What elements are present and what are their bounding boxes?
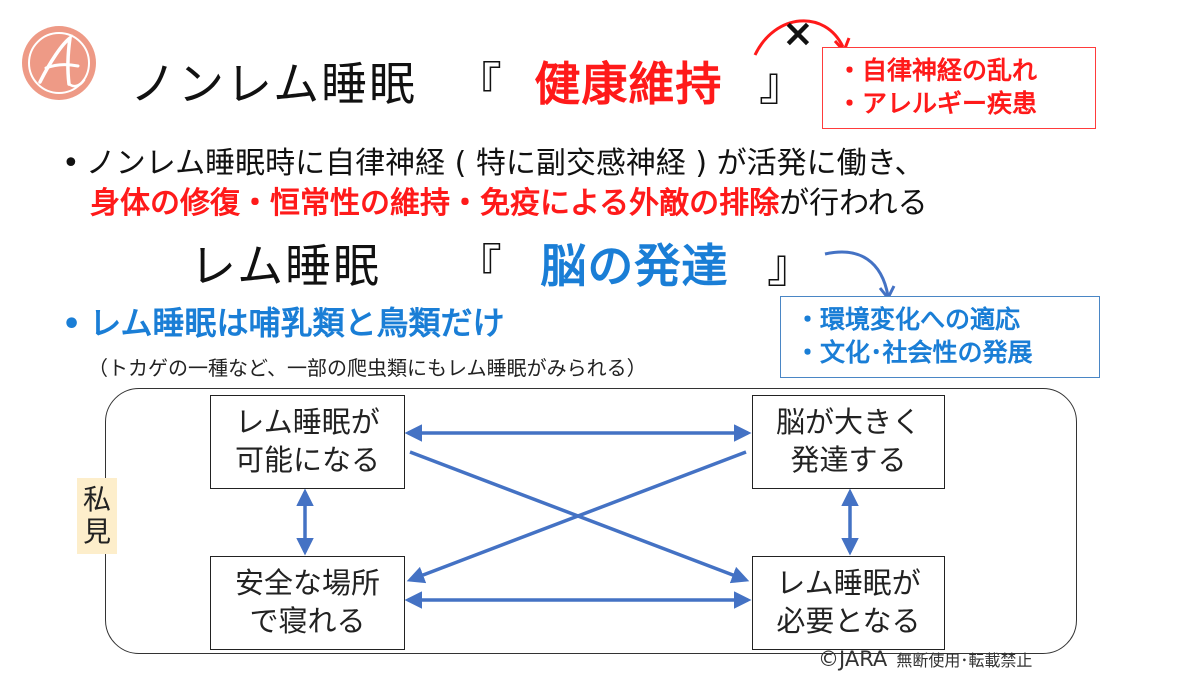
callout-red-item: ・アレルギー疾患 xyxy=(837,89,1038,118)
bullet-marker: • xyxy=(62,146,80,181)
box-line: 可能になる xyxy=(234,443,380,477)
bullet-nonrem-line2: 身体の修復・恒常性の維持・免疫による外敵の排除が行われる xyxy=(90,178,928,222)
callout-red-item: ・自律神経の乱れ xyxy=(837,56,1038,85)
arrow-tr-bl xyxy=(406,450,747,584)
box-safe-place: 安全な場所 で寝れる xyxy=(210,556,405,650)
box-line: 脳が大きく xyxy=(775,405,921,440)
box-line: レム睡眠が xyxy=(235,405,380,440)
box-line: 安全な場所 xyxy=(234,566,380,601)
cross-mark: × xyxy=(782,11,814,55)
box-line: 発達する xyxy=(790,443,907,477)
bracket-open: 『 xyxy=(455,57,504,111)
box-rem-needed: レム睡眠が 必要となる xyxy=(752,556,945,650)
bullet-rem-text: レム睡眠は哺乳類と鳥類だけ xyxy=(89,304,505,342)
box-line: レム睡眠が xyxy=(776,566,921,601)
copyright-footer: ©JARA 無断使用･転載禁止 xyxy=(818,647,1032,671)
title-rem-prefix: レム睡眠 xyxy=(190,239,382,293)
bullet-rem: •レム睡眠は哺乳類と鳥類だけ xyxy=(62,298,505,344)
bracket-open: 『 xyxy=(455,239,504,293)
title-nonrem-prefix: ノンレム睡眠 xyxy=(130,57,418,111)
callout-blue-item: ・文化･社会性の発展 xyxy=(795,338,1033,367)
box-line: 必要となる xyxy=(776,604,921,638)
bullet-marker: • xyxy=(62,307,82,342)
bullet-nonrem-highlight: 身体の修復・恒常性の維持・免疫による外敵の排除 xyxy=(90,186,780,221)
box-rem-possible: レム睡眠が 可能になる xyxy=(210,395,405,489)
callout-red: ・自律神経の乱れ ・アレルギー疾患 xyxy=(822,47,1096,129)
side-label-char: 私 xyxy=(82,483,111,516)
bullet-nonrem: •ノンレム睡眠時に自律神経 ( 特に副交感神経 ) が活発に働き、 xyxy=(62,138,925,182)
bullet-nonrem-tail: が行われる xyxy=(779,186,928,221)
side-label-char: 見 xyxy=(82,515,111,549)
box-line: で寝れる xyxy=(249,604,366,638)
box-brain-develop: 脳が大きく 発達する xyxy=(752,395,945,489)
side-label-shiken: 私 見 xyxy=(77,478,117,555)
bracket-close: 』 xyxy=(758,57,807,111)
title-nonrem-emphasis: 健康維持 xyxy=(534,57,723,111)
title-nonrem: ノンレム睡眠 『 健康維持 』 xyxy=(130,48,807,114)
copyright-notice: 無断使用･転載禁止 xyxy=(896,651,1033,670)
callout-blue: ・環境変化への適応 ・文化･社会性の発展 xyxy=(780,296,1100,378)
copyright-mark: ©JARA xyxy=(818,647,888,671)
bracket-close: 』 xyxy=(766,239,815,293)
logo-icon xyxy=(22,26,96,100)
callout-blue-item: ・環境変化への適応 xyxy=(795,305,1021,334)
bullet-nonrem-line1: ノンレム睡眠時に自律神経 ( 特に副交感神経 ) が活発に働き、 xyxy=(85,146,925,181)
title-rem-emphasis: 脳の発達 xyxy=(540,239,729,293)
title-rem: レム睡眠 『 脳の発達 』 xyxy=(190,230,815,296)
bullet-rem-note: （トカゲの一種など、一部の爬虫類にもレム睡眠がみられる） xyxy=(88,356,647,380)
